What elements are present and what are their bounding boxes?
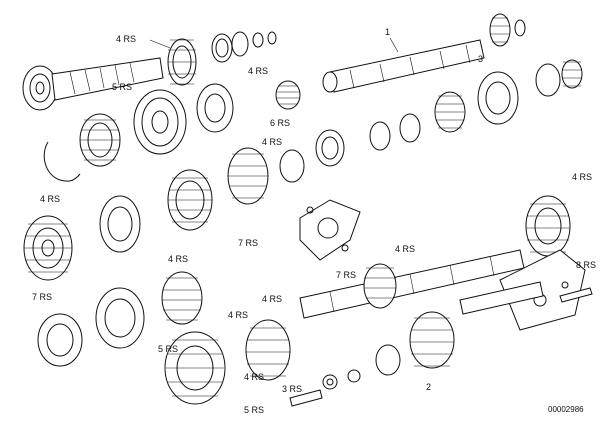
callout-label: 4 RS (40, 194, 60, 204)
callout-label: 4 RS (572, 172, 592, 182)
callout-label: 7 RS (238, 238, 258, 248)
callout-label: 5 RS (158, 344, 178, 354)
countershaft-gear-cluster (23, 147, 305, 281)
callout-labels: 4 RS 1 3 5 RS 4 RS 6 RS 4 RS 4 RS 7 RS 4… (32, 27, 596, 415)
callout-label: 4 RS (228, 310, 248, 320)
callout-label: 4 RS (168, 254, 188, 264)
callout-label: 4 RS (248, 66, 268, 76)
callout-label: 8 RS (576, 260, 596, 270)
countershaft-right (299, 195, 586, 331)
callout-label: 4 RS (116, 34, 136, 44)
callout-label: 7 RS (32, 292, 52, 302)
callout-label: 4 RS (395, 244, 415, 254)
callout-label: 5 RS (244, 405, 264, 415)
diagram-reference-number: 00002986 (548, 405, 584, 414)
synchronizer-assembly (43, 83, 234, 182)
callout-label: 7 RS (336, 270, 356, 280)
gear-row-upper-right (315, 59, 583, 167)
main-shaft-assembly (275, 13, 526, 110)
input-shaft-assembly (22, 31, 277, 111)
callout-label: 4 RS (262, 137, 282, 147)
callout-label: 6 RS (270, 118, 290, 128)
callout-label: 3 RS (282, 384, 302, 394)
callout-label: 4 RS (244, 372, 264, 382)
callout-label: 5 RS (112, 82, 132, 92)
lower-gear-assembly (37, 271, 593, 407)
callout-label: 4 RS (262, 294, 282, 304)
callout-label: 1 (385, 27, 390, 37)
callout-label: 2 (426, 382, 431, 392)
callout-label: 3 (478, 54, 483, 64)
